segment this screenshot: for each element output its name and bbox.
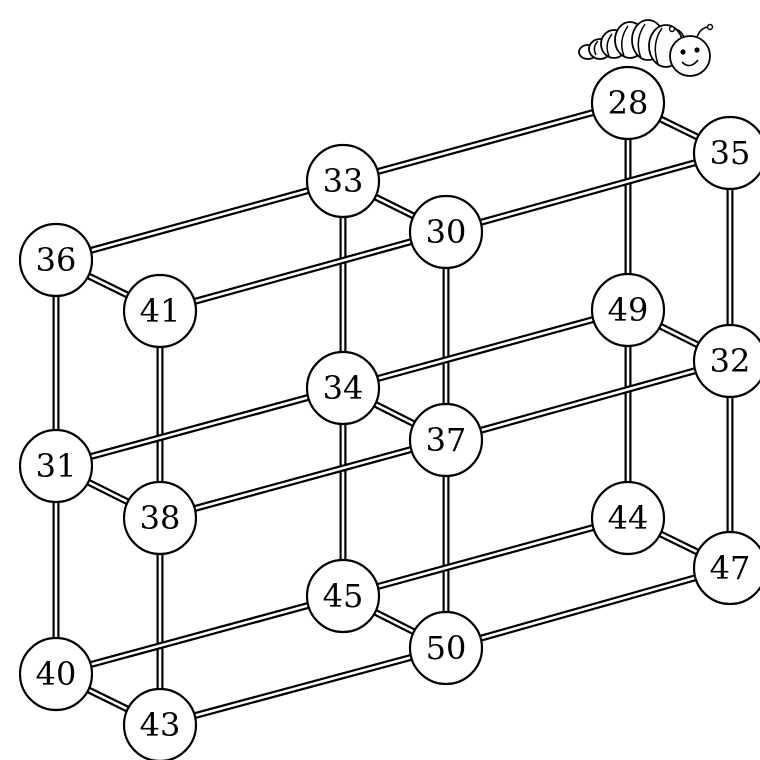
node-circle (122, 480, 198, 556)
node-label: 49 (608, 291, 649, 329)
node-32: 32 (692, 323, 760, 399)
node-circle (122, 273, 198, 349)
node-circle (18, 636, 94, 712)
node-circle (590, 480, 666, 556)
edge-28-33 (342, 99, 629, 185)
node-47: 47 (692, 530, 760, 606)
node-circle (408, 610, 484, 686)
node-label: 36 (36, 241, 77, 279)
node-label: 45 (323, 577, 364, 615)
node-label: 44 (608, 499, 649, 537)
node-circle (692, 530, 760, 606)
edges (52, 99, 734, 729)
edge-30-41 (159, 228, 447, 315)
edge-34-31 (55, 384, 344, 470)
node-34: 34 (305, 350, 381, 426)
node-38: 38 (122, 480, 198, 556)
node-label: 47 (710, 549, 751, 587)
node-43: 43 (122, 687, 198, 760)
node-label: 35 (710, 134, 751, 172)
node-35: 35 (692, 115, 760, 191)
node-circle (408, 194, 484, 270)
node-41: 41 (122, 273, 198, 349)
caterpillar-icon (578, 19, 714, 77)
edge-50-43 (159, 644, 447, 729)
node-50: 50 (408, 610, 484, 686)
node-label: 40 (36, 655, 77, 693)
node-circle (18, 222, 94, 298)
node-circle (408, 402, 484, 478)
edge-37-38 (159, 436, 447, 522)
node-label: 31 (36, 447, 77, 485)
node-circle (18, 428, 94, 504)
node-45: 45 (305, 558, 381, 634)
node-label: 28 (608, 84, 649, 122)
node-label: 50 (426, 629, 467, 667)
node-49: 49 (590, 272, 666, 348)
edge-32-37 (445, 357, 731, 444)
edge-44-45 (342, 514, 629, 600)
node-28: 28 (590, 65, 666, 141)
node-33: 33 (305, 143, 381, 219)
edge-49-34 (342, 306, 629, 392)
node-label: 41 (140, 292, 181, 330)
node-36: 36 (18, 222, 94, 298)
node-circle (590, 272, 666, 348)
nodes: 28 35 33 30 36 41 49 32 34 37 31 38 44 47 45 50 40 43 (18, 65, 760, 760)
edge-47-50 (445, 564, 731, 652)
node-circle (692, 115, 760, 191)
node-circle (305, 558, 381, 634)
node-40: 40 (18, 636, 94, 712)
node-circle (305, 350, 381, 426)
node-31: 31 (18, 428, 94, 504)
node-circle (305, 143, 381, 219)
node-label: 43 (140, 706, 181, 744)
node-circle (692, 323, 760, 399)
edge-35-30 (445, 149, 731, 236)
node-label: 34 (323, 369, 364, 407)
node-label: 38 (140, 499, 181, 537)
node-label: 33 (323, 162, 364, 200)
node-44: 44 (590, 480, 666, 556)
edge-33-36 (55, 177, 344, 264)
node-37: 37 (408, 402, 484, 478)
node-30: 30 (408, 194, 484, 270)
node-circle (590, 65, 666, 141)
edge-45-40 (55, 592, 344, 678)
node-label: 30 (426, 213, 467, 251)
node-label: 37 (426, 421, 467, 459)
node-circle (122, 687, 198, 760)
node-label: 32 (710, 342, 751, 380)
